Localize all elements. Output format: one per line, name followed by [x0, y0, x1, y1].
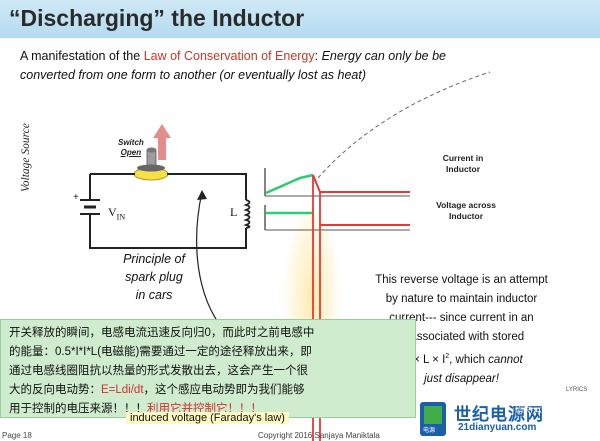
- logo-mark-icon: [420, 402, 446, 436]
- cn-line-4: 大的反向电动势：E=Ldi/dt，这个感应电动势即为我们能够: [9, 381, 407, 400]
- chinese-annotation-box: 开关释放的瞬间，电感电流迅速反向归0，而此时之前电感中 的能量：0.5*I*I*…: [0, 319, 416, 418]
- cn-line-5-pre: 用于控制的电压来源！！！: [9, 403, 147, 415]
- cn-line-3: 通过电感线圈阻抗以热量的形式发散出去，这会产生一个很: [9, 365, 308, 377]
- voltage-label-line-2: Inductor: [449, 211, 483, 221]
- switch-cap: [146, 147, 157, 153]
- logo-url: 21dianyuan.com: [458, 422, 537, 433]
- pointer-arrowhead: [197, 190, 207, 200]
- induced-voltage-label: induced voltage (Faraday's law): [126, 412, 289, 424]
- current-label-line-2: Inductor: [446, 164, 480, 174]
- caption-line-3: in cars: [135, 288, 173, 302]
- logo-tag: 电源: [423, 428, 436, 434]
- caption-line-2: spark plug: [125, 270, 183, 284]
- page-number: Page 18: [2, 431, 32, 440]
- decay-curve-dashed: [317, 71, 491, 179]
- reverse-line-2: by nature to maintain inductor: [385, 293, 538, 305]
- cn-formula: E=Ldi/dt: [101, 384, 144, 396]
- current-in-inductor-label: Current in Inductor: [428, 153, 498, 175]
- current-collapse: [312, 174, 410, 193]
- watermark: 创新云源: [515, 404, 552, 414]
- reverse-line-6: just disappear!: [424, 372, 499, 385]
- circuit-wire: [89, 173, 247, 249]
- reverse-line-5-mid: , which: [449, 353, 489, 366]
- reverse-line-4: is associated with stored: [398, 331, 525, 343]
- current-label-line-1: Current in: [442, 153, 484, 163]
- switch-label: Switch Open: [118, 138, 144, 158]
- subtitle-law: Law of Conservation of Energy: [143, 49, 315, 63]
- caption-line-1: Principle of: [123, 252, 185, 266]
- title-bar: [0, 0, 600, 38]
- slide-title: “Discharging” the Inductor: [9, 5, 305, 31]
- inductor-label: L: [230, 205, 238, 219]
- lyrics-tag: LYRICS: [566, 387, 588, 393]
- subtitle-statement: Energy can only be be converted from one…: [20, 49, 446, 82]
- subtitle-colon: :: [314, 49, 322, 63]
- reverse-line-5-cannot: cannot: [488, 353, 523, 366]
- voltage-label-line-1: Voltage across: [436, 200, 496, 210]
- up-arrow-icon: [153, 124, 171, 160]
- cn-line-1: 开关释放的瞬间，电感电流迅速反向归0，而此时之前电感中: [9, 327, 315, 339]
- site-logo: 电源 世纪电源网 21dianyuan.com: [418, 398, 600, 441]
- switch-disc: [137, 164, 165, 172]
- voltage-across-inductor-label: Voltage across Inductor: [423, 200, 509, 222]
- cn-line-4-pre: 大的反向电动势：: [9, 384, 101, 396]
- current-ramp: [265, 173, 314, 195]
- switch-word: Switch: [118, 138, 144, 147]
- inductor-coil: [243, 199, 251, 229]
- vin-subscript: IN: [116, 212, 126, 222]
- logo-chinese: 世纪电源网: [454, 405, 544, 424]
- spark-plug-caption: Principle of spark plug in cars: [104, 250, 204, 304]
- copyright: Copyright 2016 Sanjaya Maniktala: [258, 431, 380, 440]
- vin-label: VIN: [108, 205, 125, 221]
- cn-line-2: 的能量：0.5*I*I*L(电磁能)需要通过一定的途径释放出来，即: [9, 346, 312, 358]
- cn-line-4-post: ，这个感应电动势即为我们能够: [143, 384, 305, 396]
- reverse-line-1: This reverse voltage is an attempt: [375, 274, 548, 286]
- subtitle: A manifestation of the Law of Conservati…: [20, 47, 490, 85]
- subtitle-prefix: A manifestation of the: [20, 49, 144, 63]
- vin-letter: V: [108, 205, 117, 219]
- battery-plus: +: [73, 192, 79, 203]
- switch-state: Open: [120, 148, 142, 157]
- energy-exponent: 2: [445, 353, 450, 360]
- reverse-line-3: current--- since current in an: [389, 312, 534, 324]
